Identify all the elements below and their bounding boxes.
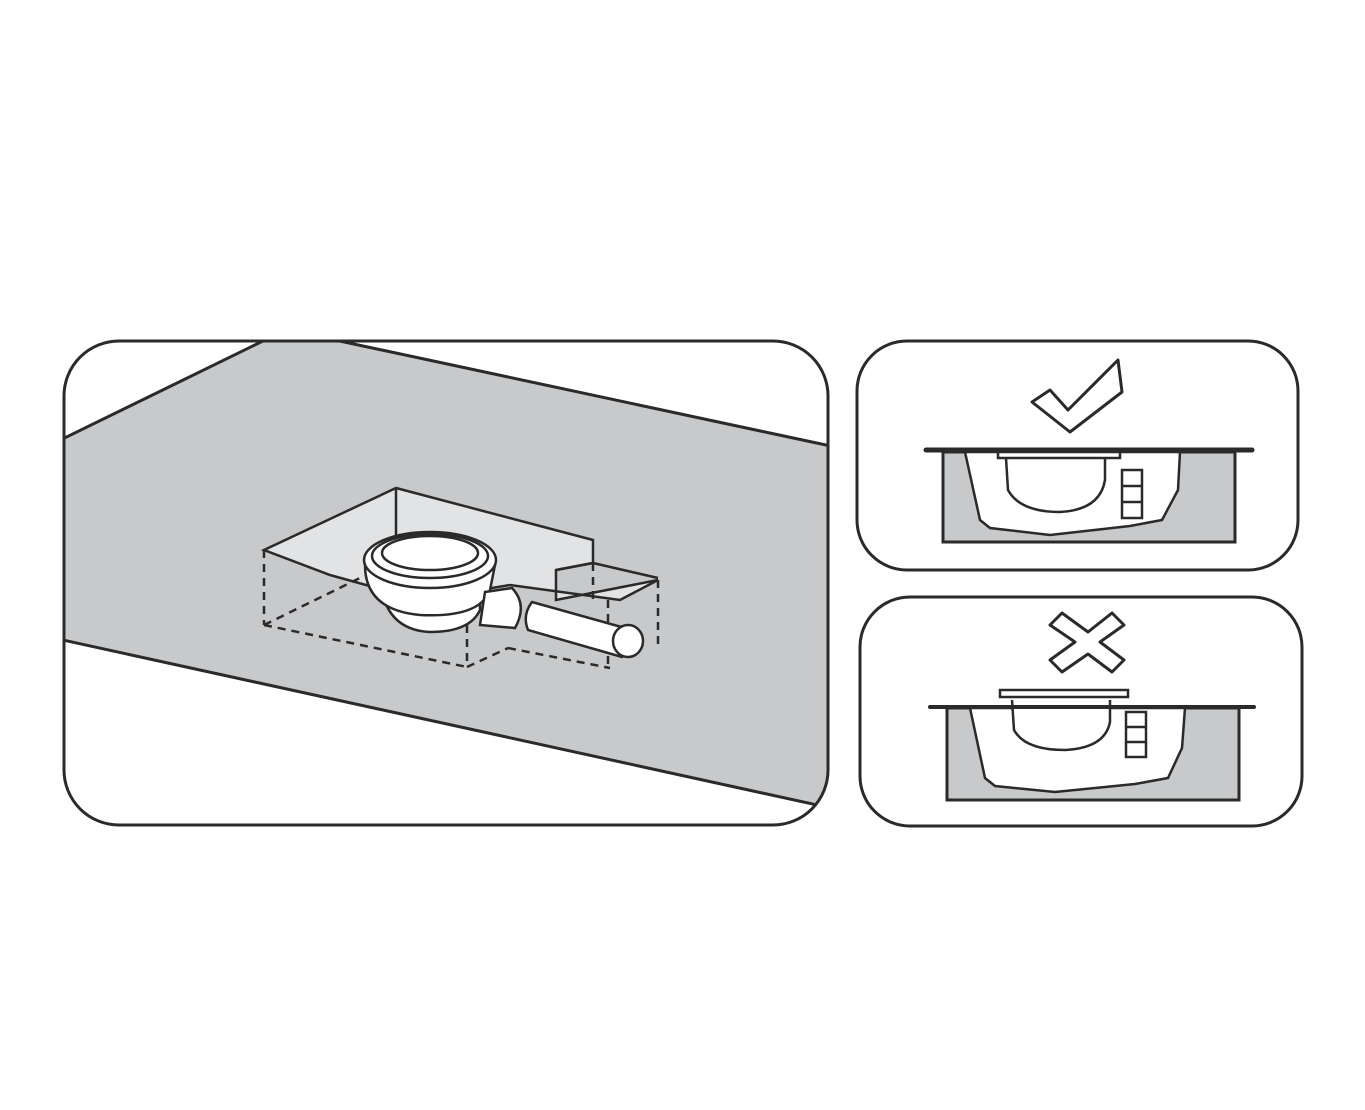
- left-panel: [62, 339, 830, 827]
- cross-icon: [1048, 611, 1126, 674]
- check-mark-icon: [1030, 358, 1124, 434]
- correct-panel: [855, 339, 1300, 572]
- drain-flush-section: [923, 447, 1255, 544]
- drain-raised-section: [928, 688, 1256, 802]
- incorrect-panel: [858, 595, 1304, 828]
- shower-drain: [362, 530, 645, 659]
